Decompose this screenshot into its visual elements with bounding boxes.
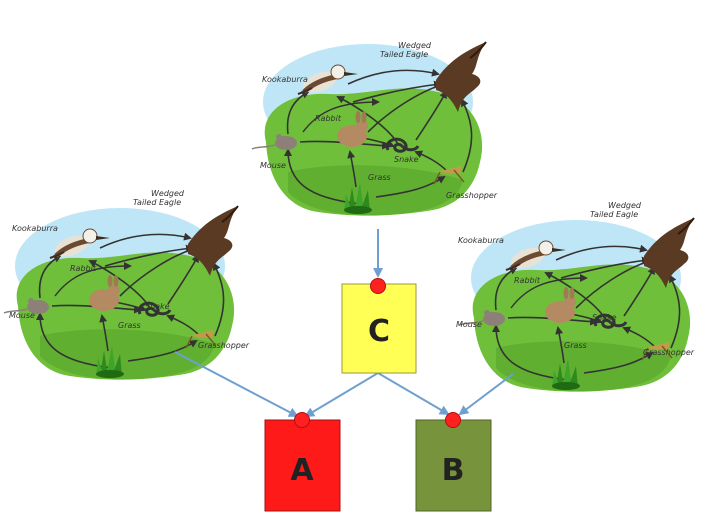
label-mouse: Mouse [456, 320, 482, 329]
box-a-rect [264, 419, 341, 512]
arrow-web-to-b [458, 373, 514, 416]
label-rabbit: Rabbit [315, 114, 342, 123]
box-c-rect [341, 283, 417, 374]
label-snake: Snake [145, 302, 170, 311]
label-mouse: Mouse [260, 161, 286, 170]
label-eagle-2: Tailed Eagle [590, 210, 638, 219]
label-eagle-1: Wedged [151, 189, 185, 198]
label-kookaburra: Kookaburra [12, 224, 58, 233]
box-c-label: C [368, 314, 390, 349]
pin-c [370, 278, 386, 294]
label-eagle-2: Tailed Eagle [380, 50, 428, 59]
arrow-c-to-b [377, 372, 450, 416]
arrow-web-to-a [174, 351, 299, 417]
pin-a [294, 412, 310, 428]
label-snake: Snake [394, 155, 419, 164]
pin-b [445, 412, 461, 428]
label-eagle-2: Tailed Eagle [133, 198, 181, 207]
box-a-label: A [290, 453, 314, 488]
food-web-right: Wedged Tailed Eagle Kookaburra Rabbit Mo… [456, 201, 695, 392]
label-rabbit: Rabbit [514, 276, 541, 285]
label-kookaburra: Kookaburra [458, 236, 504, 245]
food-web-left: Wedged Tailed Eagle Kookaburra Rabbit Mo… [4, 189, 250, 380]
label-grasshopper: Grasshopper [643, 348, 695, 357]
box-b: B [415, 412, 492, 512]
label-grasshopper: Grasshopper [198, 341, 250, 350]
arrow-c-to-a [304, 372, 379, 418]
label-grass: Grass [368, 173, 391, 182]
label-eagle-1: Wedged [608, 201, 642, 210]
label-grass: Grass [564, 341, 587, 350]
label-rabbit: Rabbit [70, 264, 97, 273]
label-eagle-1: Wedged [398, 41, 432, 50]
label-kookaburra: Kookaburra [262, 75, 308, 84]
food-web-top: Wedged Tailed Eagle Kookaburra Rabbit Mo… [252, 41, 498, 216]
label-snake: Snake [592, 313, 617, 322]
label-grasshopper: Grasshopper [446, 191, 498, 200]
box-b-label: B [442, 453, 465, 488]
label-grass: Grass [118, 321, 141, 330]
box-a: A [264, 412, 341, 512]
box-c: C [341, 278, 417, 374]
label-mouse: Mouse [9, 311, 35, 320]
